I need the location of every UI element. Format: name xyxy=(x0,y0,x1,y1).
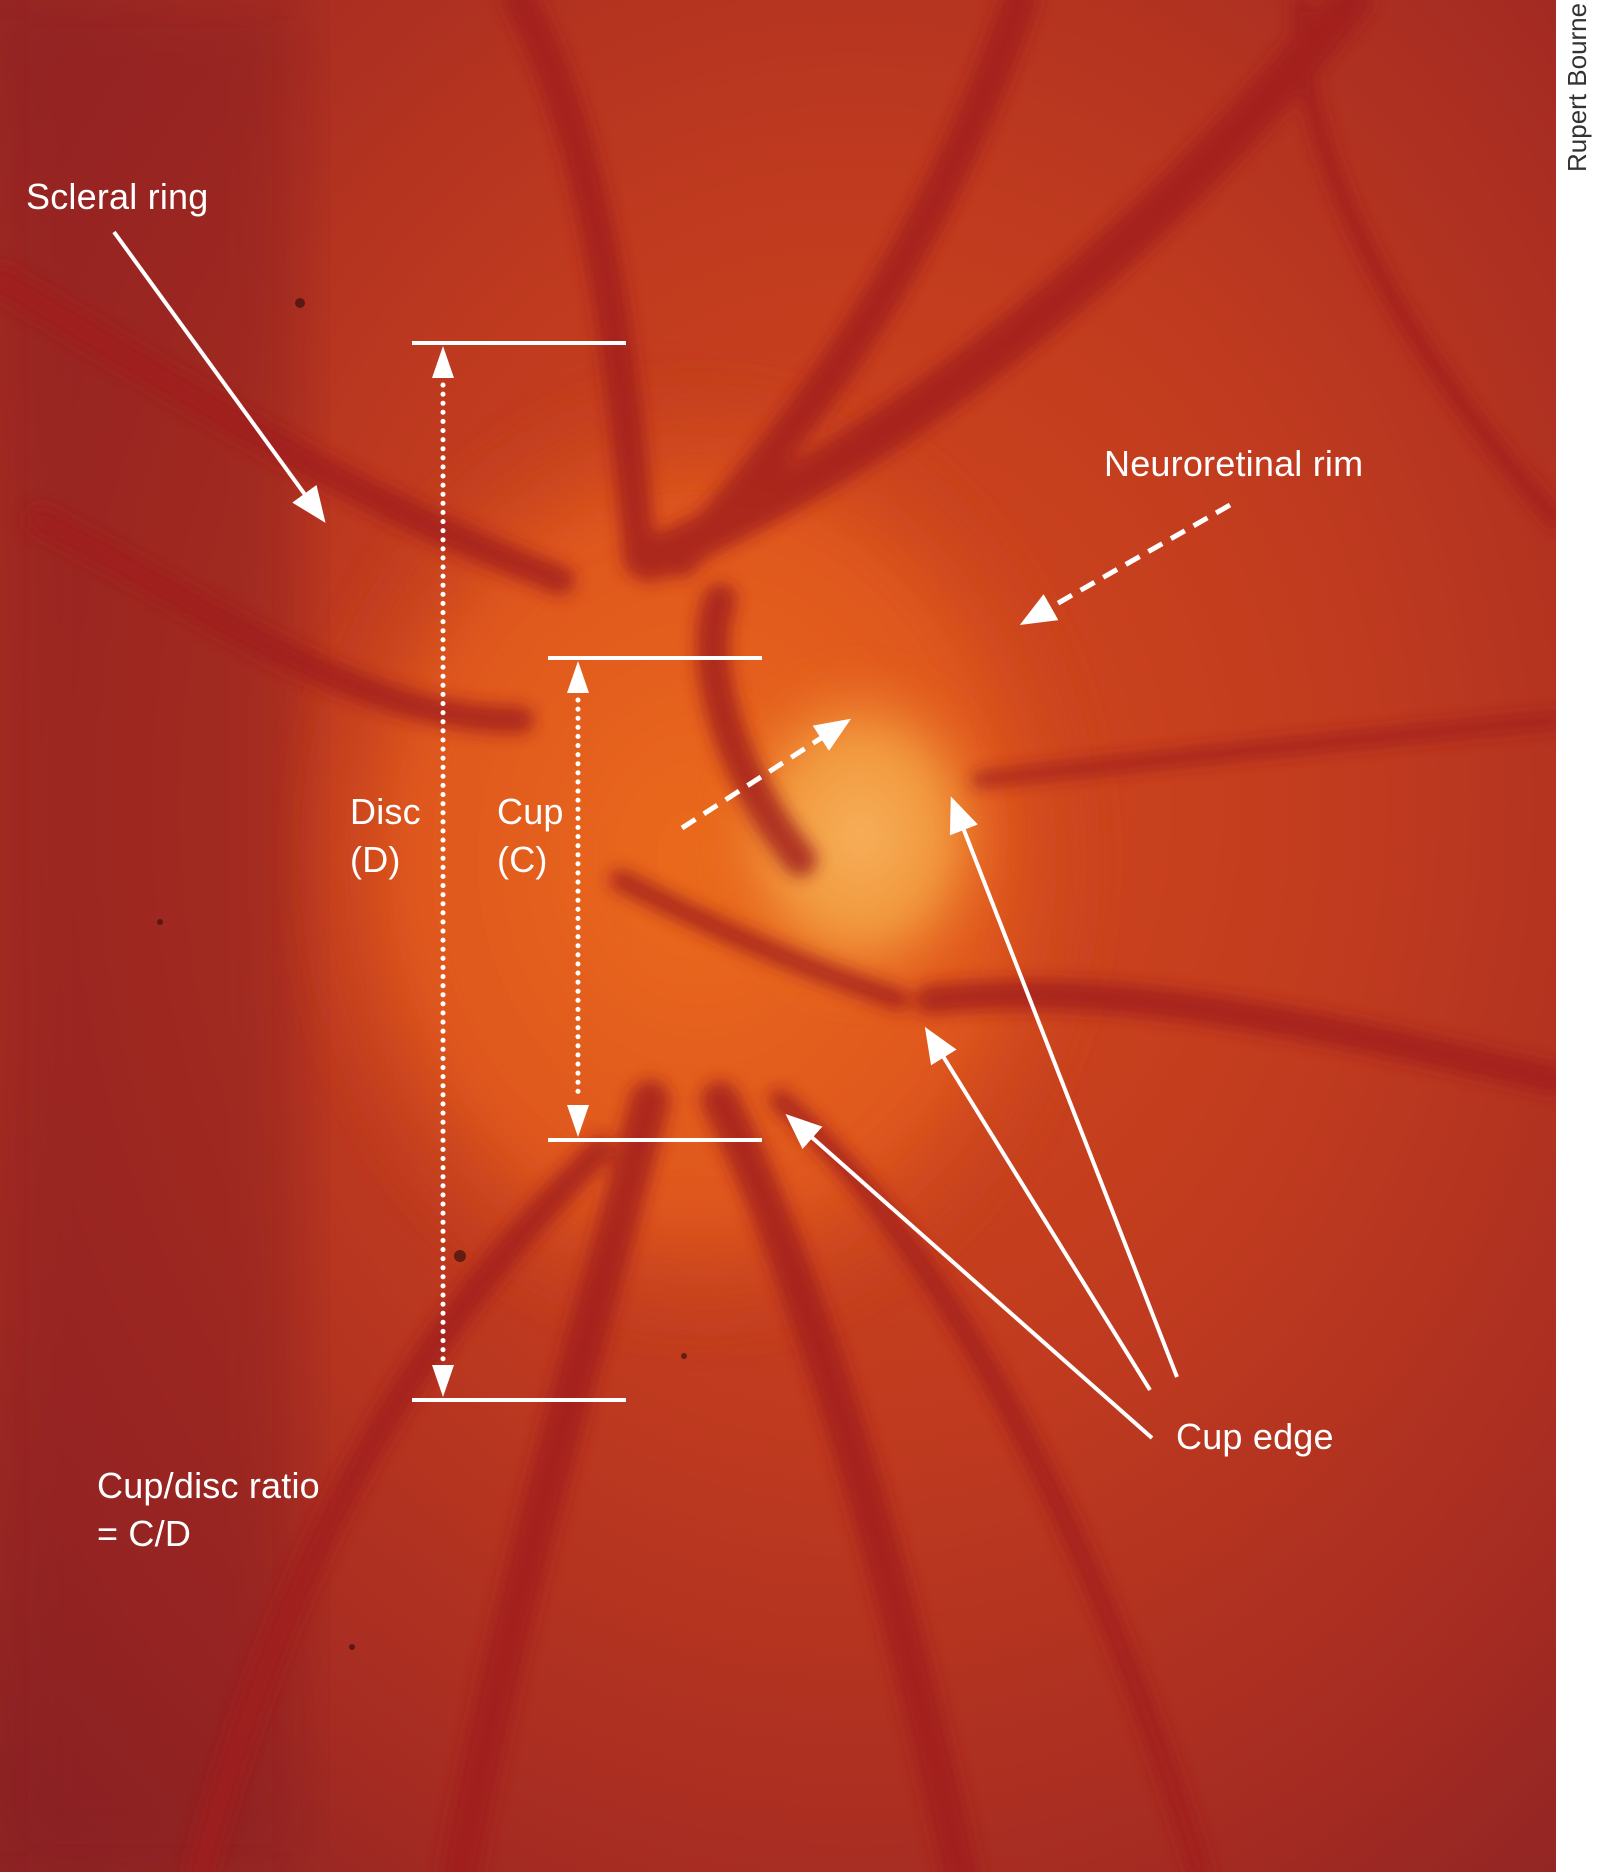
cup-measurement xyxy=(548,656,762,1142)
scleral-ring-label: Scleral ring xyxy=(26,176,209,217)
photo-credit: Rupert Bourne xyxy=(1562,2,1592,172)
cup-edge-arrow-2-icon xyxy=(924,1026,1152,1392)
disc-label: Disc xyxy=(350,791,421,832)
scleral-ring-arrow-icon xyxy=(112,230,326,523)
cup-disc-ratio-label: Cup/disc ratio xyxy=(97,1465,320,1506)
cup-edge-label: Cup edge xyxy=(1176,1416,1334,1457)
credit-margin: Rupert Bourne xyxy=(1556,0,1597,1872)
disc-arrowhead-up-icon xyxy=(432,346,454,378)
cup-edge-arrow-1-icon xyxy=(785,1114,1154,1440)
fundus-photograph: Scleral ring Neuroretinal rim Disc (D) C… xyxy=(0,0,1556,1872)
neuroretinal-rim-arrow-icon xyxy=(1019,502,1232,625)
disc-abbrev-label: (D) xyxy=(350,839,401,880)
cup-disc-ratio-formula: = C/D xyxy=(97,1513,192,1554)
cup-label: Cup xyxy=(497,791,564,832)
cup-edge-arrow-3-icon xyxy=(949,796,1179,1378)
optic-disc-image xyxy=(0,0,1556,1872)
annotation-overlay xyxy=(112,230,1232,1440)
neuroretinal-rim-label: Neuroretinal rim xyxy=(1104,443,1364,484)
cup-dashed-arrow-icon xyxy=(680,718,852,831)
cup-arrowhead-down-icon xyxy=(567,1105,589,1137)
cup-arrowhead-up-icon xyxy=(567,661,589,693)
disc-arrowhead-down-icon xyxy=(432,1365,454,1397)
disc-measurement xyxy=(412,341,626,1402)
cup-abbrev-label: (C) xyxy=(497,839,548,880)
